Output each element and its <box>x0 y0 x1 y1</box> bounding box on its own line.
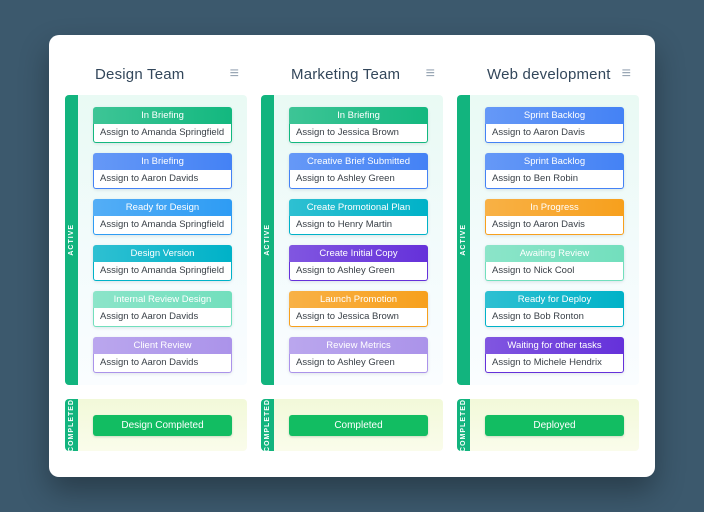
card-assignee: Assign to Jessica Brown <box>289 124 428 143</box>
active-card-list: In Briefing Assign to Jessica Brown Crea… <box>274 95 443 385</box>
active-tab: ACTIVE <box>65 95 78 385</box>
completed-tab: COMPLETED <box>261 399 274 451</box>
column-header: Marketing Team ≡ <box>261 53 443 95</box>
card-assignee: Assign to Amanda Springfield <box>93 124 232 143</box>
card-status: Sprint Backlog <box>485 107 624 124</box>
column-menu-icon[interactable]: ≡ <box>425 65 435 82</box>
active-section: ACTIVE In Briefing Assign to Jessica Bro… <box>261 95 443 385</box>
card-status: Review Metrics <box>289 337 428 354</box>
task-card[interactable]: Create Promotional Plan Assign to Henry … <box>289 199 428 235</box>
active-card-list: In Briefing Assign to Amanda Springfield… <box>78 95 247 385</box>
card-assignee: Assign to Nick Cool <box>485 262 624 281</box>
column-marketing-team: Marketing Team ≡ ACTIVE In Briefing Assi… <box>261 53 443 451</box>
active-tab: ACTIVE <box>261 95 274 385</box>
column-title: Web development <box>487 65 611 83</box>
active-tab-label: ACTIVE <box>264 224 271 256</box>
completed-button[interactable]: Design Completed <box>93 414 232 436</box>
card-assignee: Assign to Henry Martin <box>289 216 428 235</box>
card-status: Create Promotional Plan <box>289 199 428 216</box>
card-status: In Briefing <box>93 107 232 124</box>
card-status: Creative Brief Submitted <box>289 153 428 170</box>
card-status: In Briefing <box>93 153 232 170</box>
column-design-team: Design Team ≡ ACTIVE In Briefing Assign … <box>65 53 247 451</box>
card-status: Client Review <box>93 337 232 354</box>
task-card[interactable]: Creative Brief Submitted Assign to Ashle… <box>289 153 428 189</box>
completed-button[interactable]: Deployed <box>485 414 624 436</box>
column-header: Design Team ≡ <box>65 53 247 95</box>
task-card[interactable]: In Progress Assign to Aaron Davis <box>485 199 624 235</box>
card-assignee: Assign to Bob Ronton <box>485 308 624 327</box>
task-card[interactable]: Awaiting Review Assign to Nick Cool <box>485 245 624 281</box>
task-card[interactable]: Design Version Assign to Amanda Springfi… <box>93 245 232 281</box>
column-title: Marketing Team <box>291 65 401 83</box>
task-card[interactable]: Sprint Backlog Assign to Aaron Davis <box>485 107 624 143</box>
card-assignee: Assign to Ben Robin <box>485 170 624 189</box>
card-status: Internal Review Design <box>93 291 232 308</box>
task-card[interactable]: Ready for Deploy Assign to Bob Ronton <box>485 291 624 327</box>
task-card[interactable]: Review Metrics Assign to Ashley Green <box>289 337 428 373</box>
card-status: Design Version <box>93 245 232 262</box>
task-card[interactable]: Create Initial Copy Assign to Ashley Gre… <box>289 245 428 281</box>
card-status: Waiting for other tasks <box>485 337 624 354</box>
card-assignee: Assign to Aaron Davis <box>485 124 624 143</box>
completed-section: COMPLETED Design Completed <box>65 399 247 451</box>
card-status: In Progress <box>485 199 624 216</box>
task-card[interactable]: Sprint Backlog Assign to Ben Robin <box>485 153 624 189</box>
completed-body: Design Completed <box>78 399 247 451</box>
card-assignee: Assign to Jessica Brown <box>289 308 428 327</box>
task-card[interactable]: Waiting for other tasks Assign to Michel… <box>485 337 624 373</box>
card-assignee: Assign to Aaron Davids <box>93 170 232 189</box>
completed-section: COMPLETED Deployed <box>457 399 639 451</box>
completed-tab: COMPLETED <box>65 399 78 451</box>
column-web-development: Web development ≡ ACTIVE Sprint Backlog … <box>457 53 639 451</box>
card-status: In Briefing <box>289 107 428 124</box>
card-assignee: Assign to Aaron Davids <box>93 308 232 327</box>
completed-tab-label: COMPLETED <box>264 398 271 452</box>
completed-tab: COMPLETED <box>457 399 470 451</box>
completed-tab-label: COMPLETED <box>460 398 467 452</box>
column-title: Design Team <box>95 65 185 83</box>
card-status: Sprint Backlog <box>485 153 624 170</box>
task-card[interactable]: In Briefing Assign to Jessica Brown <box>289 107 428 143</box>
task-card[interactable]: Ready for Design Assign to Amanda Spring… <box>93 199 232 235</box>
active-section: ACTIVE Sprint Backlog Assign to Aaron Da… <box>457 95 639 385</box>
card-status: Create Initial Copy <box>289 245 428 262</box>
active-tab-label: ACTIVE <box>68 224 75 256</box>
column-menu-icon[interactable]: ≡ <box>229 65 239 82</box>
card-assignee: Assign to Michele Hendrix <box>485 354 624 373</box>
completed-tab-label: COMPLETED <box>68 398 75 452</box>
card-assignee: Assign to Aaron Davids <box>93 354 232 373</box>
active-tab-label: ACTIVE <box>460 224 467 256</box>
card-assignee: Assign to Ashley Green <box>289 354 428 373</box>
active-section: ACTIVE In Briefing Assign to Amanda Spri… <box>65 95 247 385</box>
card-assignee: Assign to Ashley Green <box>289 170 428 189</box>
completed-section: COMPLETED Completed <box>261 399 443 451</box>
card-status: Ready for Deploy <box>485 291 624 308</box>
column-header: Web development ≡ <box>457 53 639 95</box>
card-assignee: Assign to Amanda Springfield <box>93 262 232 281</box>
task-card[interactable]: In Briefing Assign to Amanda Springfield <box>93 107 232 143</box>
column-menu-icon[interactable]: ≡ <box>621 65 631 82</box>
active-tab: ACTIVE <box>457 95 470 385</box>
card-assignee: Assign to Amanda Springfield <box>93 216 232 235</box>
task-card[interactable]: Client Review Assign to Aaron Davids <box>93 337 232 373</box>
card-status: Awaiting Review <box>485 245 624 262</box>
completed-body: Deployed <box>470 399 639 451</box>
active-card-list: Sprint Backlog Assign to Aaron Davis Spr… <box>470 95 639 385</box>
card-assignee: Assign to Aaron Davis <box>485 216 624 235</box>
completed-button[interactable]: Completed <box>289 414 428 436</box>
task-card[interactable]: In Briefing Assign to Aaron Davids <box>93 153 232 189</box>
card-status: Launch Promotion <box>289 291 428 308</box>
kanban-board-panel: Design Team ≡ ACTIVE In Briefing Assign … <box>49 35 655 477</box>
card-assignee: Assign to Ashley Green <box>289 262 428 281</box>
card-status: Ready for Design <box>93 199 232 216</box>
completed-body: Completed <box>274 399 443 451</box>
task-card[interactable]: Internal Review Design Assign to Aaron D… <box>93 291 232 327</box>
task-card[interactable]: Launch Promotion Assign to Jessica Brown <box>289 291 428 327</box>
